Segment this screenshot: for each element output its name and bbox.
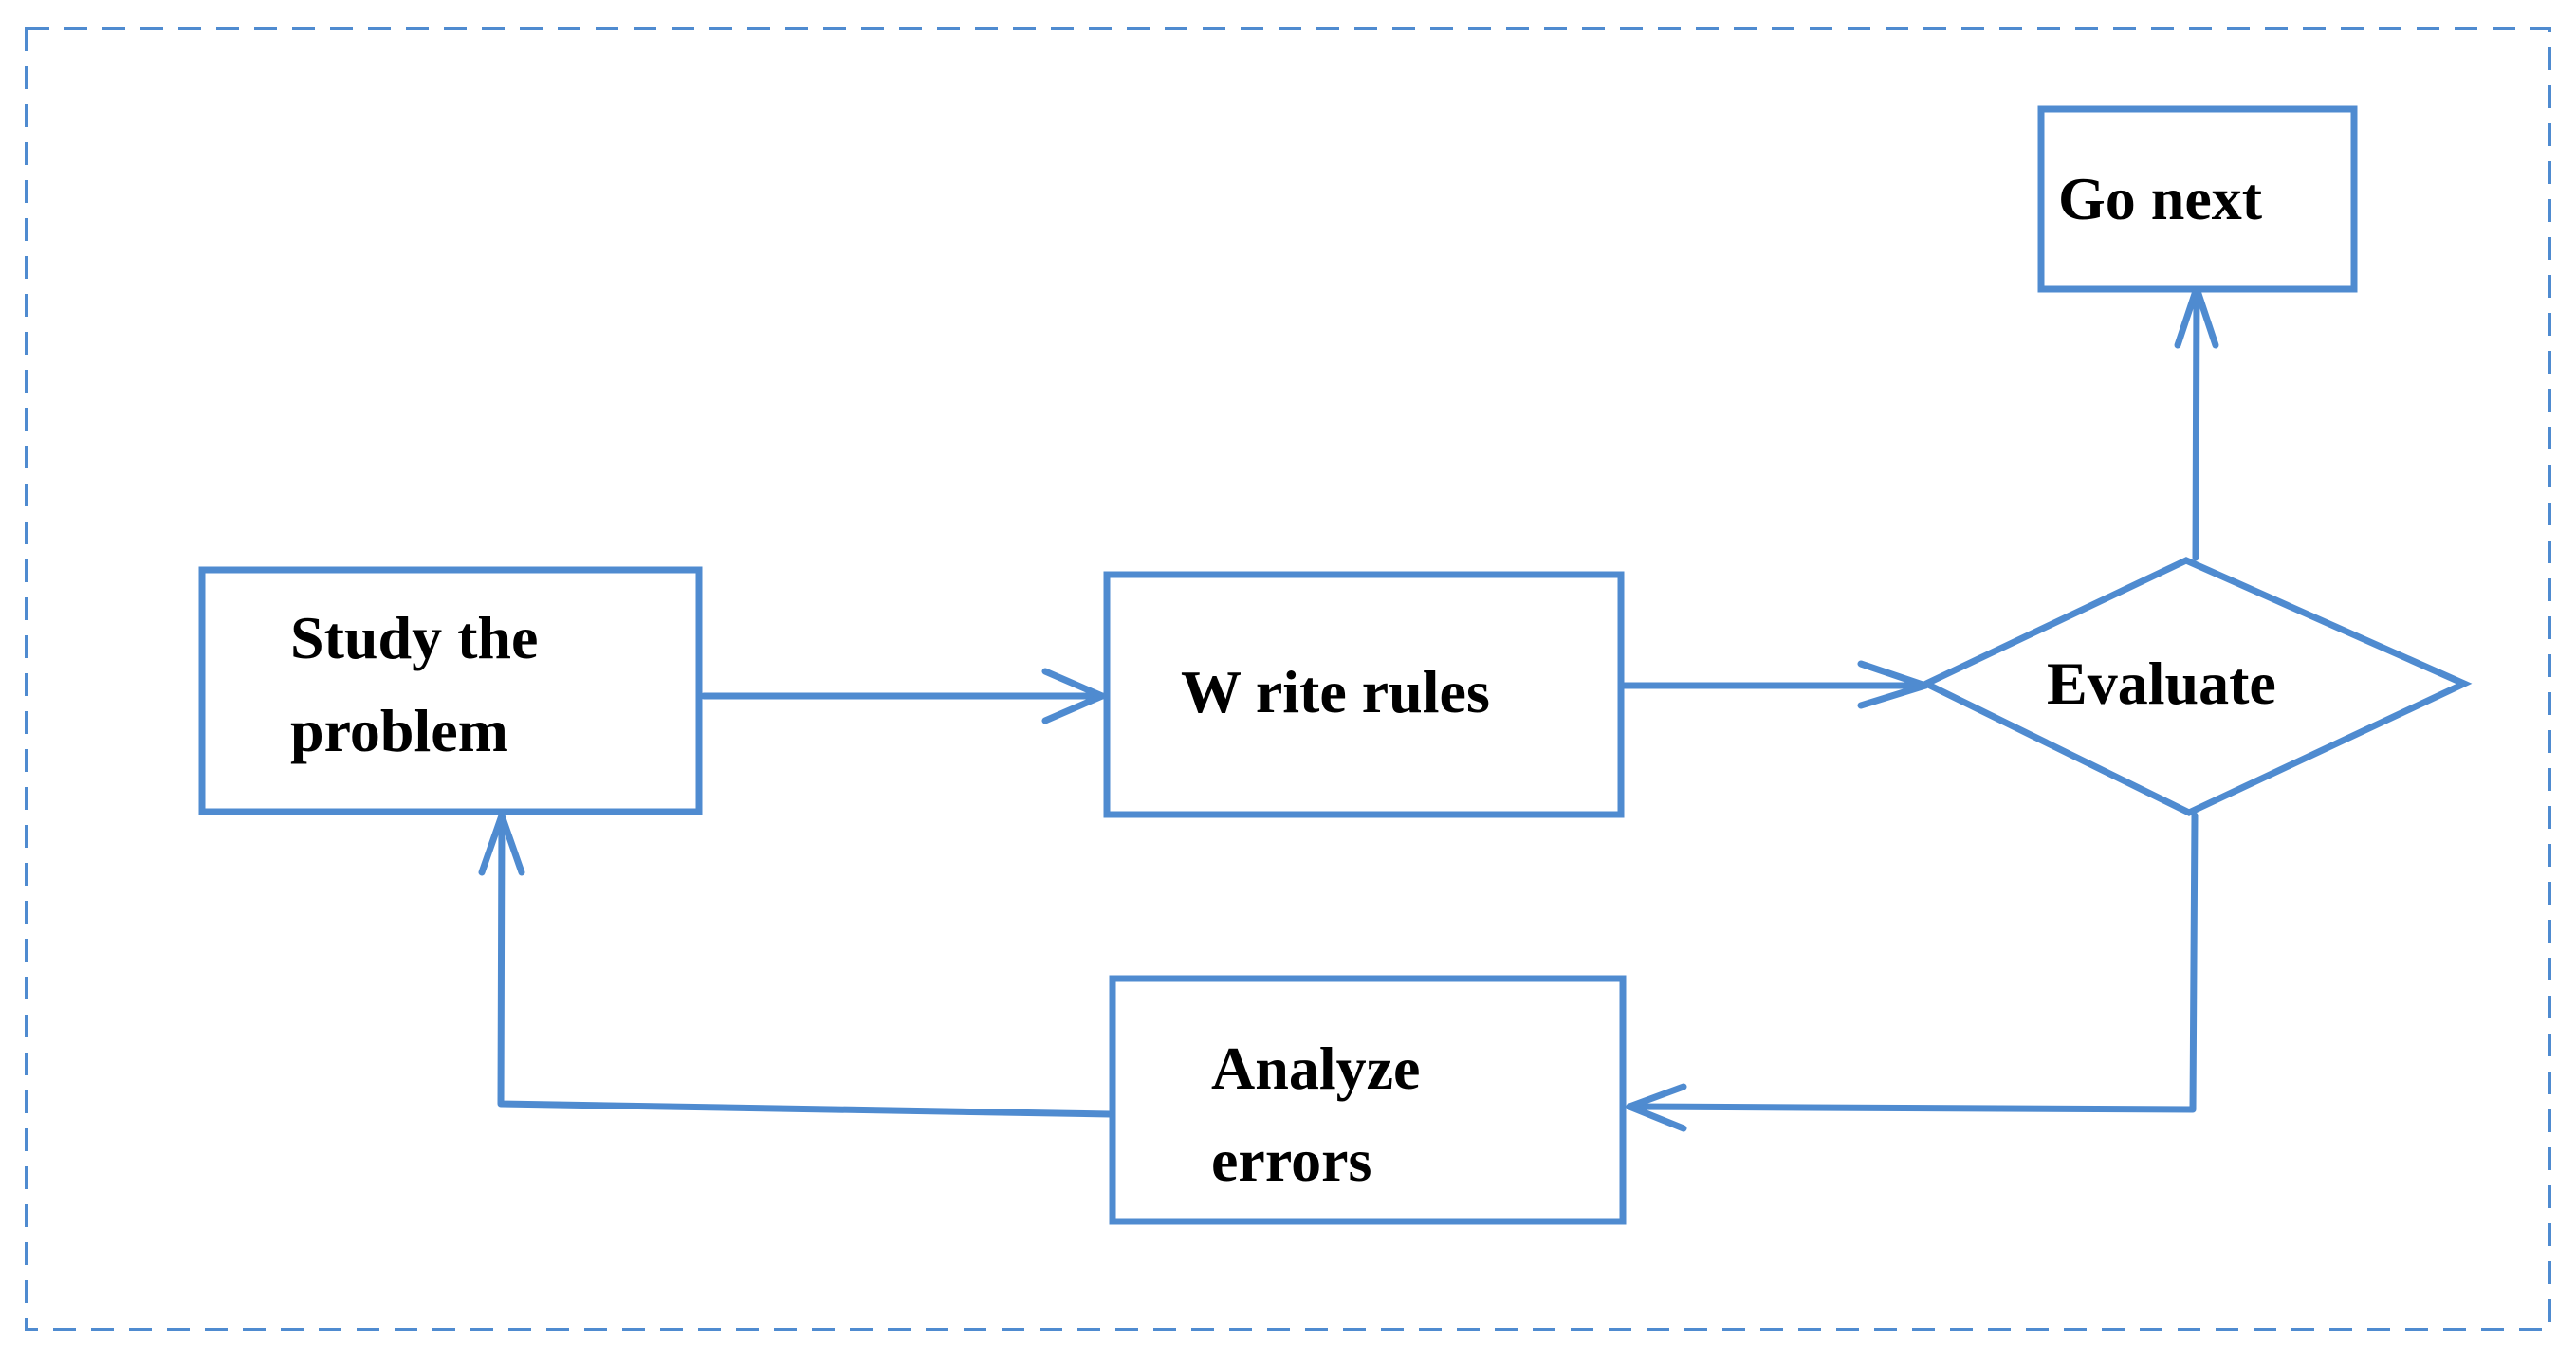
edge-evaluate-to-analyze bbox=[1626, 812, 2199, 1113]
evaluate-diamond bbox=[1918, 557, 2473, 816]
arrowhead-analyze-to-study bbox=[478, 812, 525, 876]
analyze-errors-box bbox=[1109, 975, 1627, 1225]
node-evaluate: Evaluate bbox=[1918, 557, 2473, 816]
analyze-label-line-1: Analyze bbox=[1211, 1035, 1420, 1102]
write-rules-box bbox=[1103, 571, 1625, 818]
write-rules-label: W rite rules bbox=[1181, 658, 1490, 725]
go-next-box bbox=[2037, 105, 2358, 293]
node-study-the-problem: Study the problem bbox=[198, 566, 703, 815]
study-box bbox=[198, 566, 703, 815]
edge-analyze-to-study bbox=[497, 812, 1113, 1118]
study-label-line-1: Study the bbox=[290, 604, 538, 671]
go-next-label: Go next bbox=[2058, 165, 2263, 232]
dashed-frame bbox=[25, 27, 2551, 1331]
study-label-line-2: problem bbox=[290, 697, 508, 764]
node-go-next: Go next bbox=[2037, 105, 2358, 293]
edge-evaluate-to-go-next bbox=[2192, 284, 2200, 561]
arrowhead-study-to-write bbox=[1041, 668, 1106, 724]
node-write-rules: W rite rules bbox=[1103, 571, 1625, 818]
node-analyze-errors: Analyze errors bbox=[1109, 975, 1627, 1225]
arrowhead-evaluate-to-analyze bbox=[1626, 1083, 1687, 1132]
analyze-label-line-2: errors bbox=[1211, 1127, 1371, 1194]
edges bbox=[478, 284, 2219, 1132]
evaluate-label: Evaluate bbox=[2047, 650, 2276, 717]
